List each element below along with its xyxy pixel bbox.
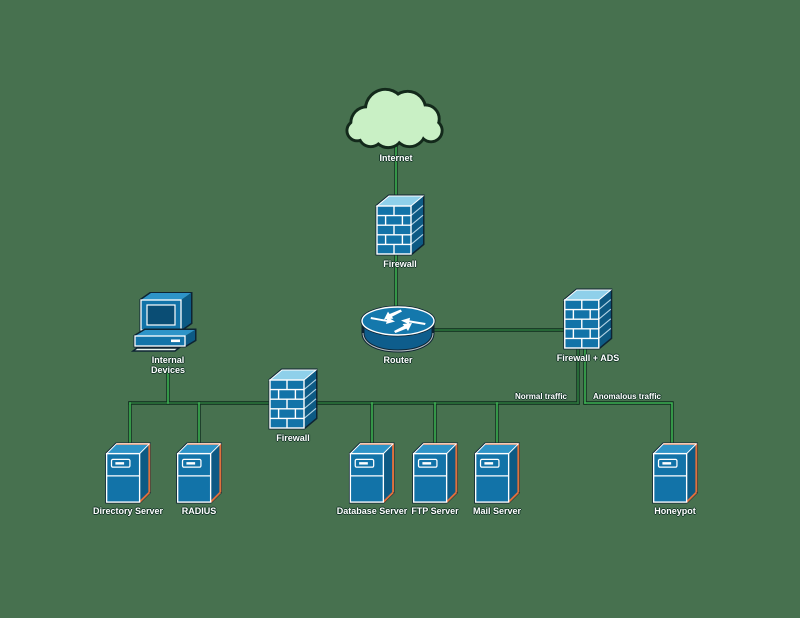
node-firewall-lan: Firewall xyxy=(266,368,320,443)
node-firewall-edge: Firewall xyxy=(373,194,427,269)
node-internet: Internet xyxy=(340,84,452,163)
server-icon xyxy=(174,441,224,505)
node-label-directory-server: Directory Server xyxy=(92,506,164,516)
server-icon xyxy=(347,441,397,505)
node-label-radius-server: RADIUS xyxy=(181,506,217,516)
node-label-firewall-lan: Firewall xyxy=(276,433,310,443)
server-icon xyxy=(650,441,700,505)
node-router: Router xyxy=(358,300,438,365)
node-firewall-ads: Firewall + ADS xyxy=(557,288,619,363)
server-icon xyxy=(472,441,522,505)
edge-label-normal-traffic: Normal traffic xyxy=(514,392,568,401)
node-label-internet: Internet xyxy=(379,153,413,163)
cloud-icon xyxy=(340,84,452,152)
firewall-icon xyxy=(373,194,427,258)
edge-label-anomalous-traffic: Anomalous traffic xyxy=(592,392,662,401)
node-label-internal-devices: Internal Devices xyxy=(150,355,186,375)
node-database-server: Database Server xyxy=(336,441,408,516)
node-label-router: Router xyxy=(383,355,413,365)
firewall-icon xyxy=(561,288,615,352)
computer-icon xyxy=(131,292,205,354)
node-ftp-server: FTP Server xyxy=(410,441,460,516)
firewall-icon xyxy=(266,368,320,432)
node-label-ftp-server: FTP Server xyxy=(411,506,459,516)
node-label-database-server: Database Server xyxy=(336,506,408,516)
node-label-firewall-edge: Firewall xyxy=(383,259,417,269)
node-label-firewall-ads: Firewall + ADS xyxy=(556,353,620,363)
node-internal-devices: Internal Devices xyxy=(131,292,205,375)
node-honeypot: Honeypot xyxy=(650,441,700,516)
node-label-honeypot: Honeypot xyxy=(654,506,696,516)
router-icon xyxy=(358,300,438,354)
node-directory-server: Directory Server xyxy=(93,441,163,516)
server-icon xyxy=(103,441,153,505)
node-mail-server: Mail Server xyxy=(472,441,522,516)
node-radius-server: RADIUS xyxy=(174,441,224,516)
node-label-mail-server: Mail Server xyxy=(472,506,522,516)
server-icon xyxy=(410,441,460,505)
